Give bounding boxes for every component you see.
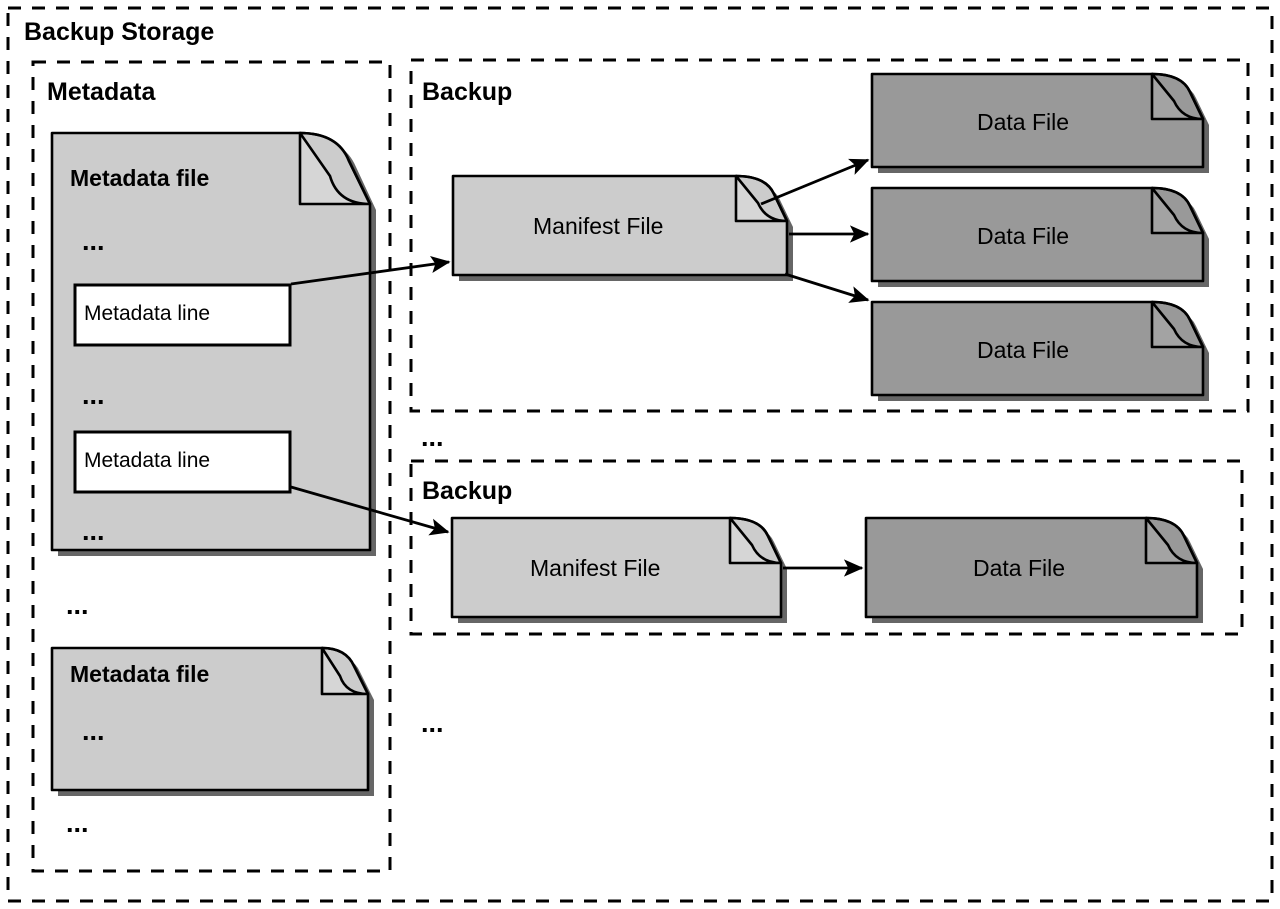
edge-manifest-1-to-data-file-3	[784, 272, 870, 303]
data-file-1-shape	[870, 72, 1209, 173]
container-metadata	[31, 60, 392, 873]
metadata-line-1-box	[73, 283, 292, 347]
edge-md-line-2-to-manifest-2	[290, 485, 450, 536]
data-file-2-shape	[870, 186, 1209, 287]
edge-md-line-1-to-manifest-1	[290, 255, 451, 286]
container-backup-1	[409, 58, 1250, 413]
data-file-3-shape	[870, 300, 1209, 401]
container-backup-storage	[6, 6, 1274, 903]
manifest-file-1-shape	[451, 174, 793, 281]
container-backup-2	[409, 459, 1244, 636]
data-file-4-shape	[864, 516, 1203, 623]
edge-manifest-1-to-data-file-1	[760, 158, 870, 206]
metadata-file-2-shape	[50, 646, 374, 796]
manifest-file-2-shape	[450, 516, 787, 623]
metadata-line-2-box	[73, 430, 292, 494]
